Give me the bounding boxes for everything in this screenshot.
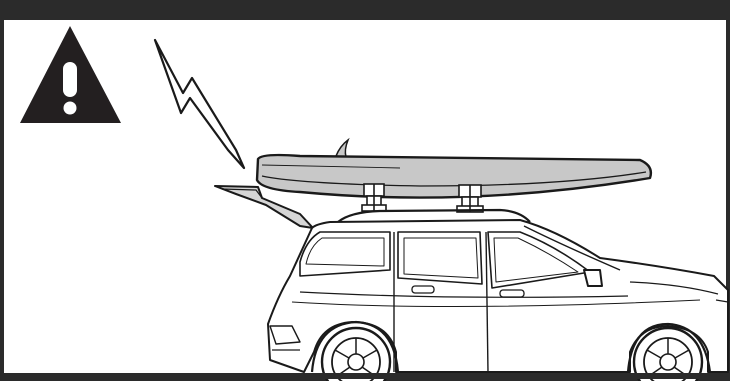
frame-top-band	[2, 2, 728, 20]
exclamation-triangle-icon	[20, 26, 121, 123]
kayak	[257, 140, 651, 198]
lightning-bolt-icon	[155, 40, 244, 168]
roof-mount-rear	[457, 185, 483, 212]
frame-bottom-band	[2, 373, 728, 379]
